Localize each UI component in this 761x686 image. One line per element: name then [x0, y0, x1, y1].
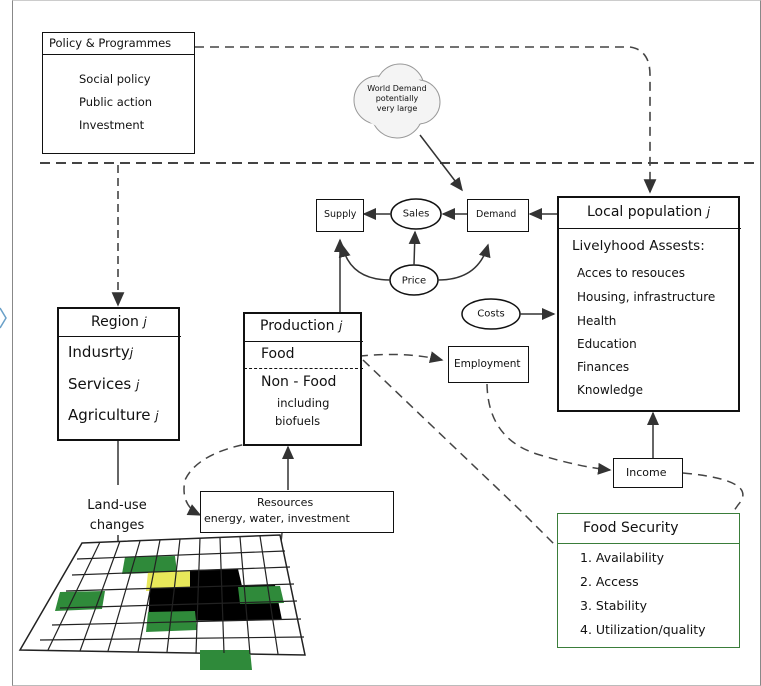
livelihood-heading: Livelyhood Assests:	[572, 238, 705, 254]
arrow-biofuels-to-resources	[183, 439, 273, 516]
livelihood-item: Knowledge	[577, 383, 643, 397]
left-chevron-icon	[0, 307, 7, 329]
arrow-price-supply	[338, 243, 391, 281]
demand-box: Demand	[467, 199, 529, 232]
livelihood-item: Education	[577, 337, 637, 351]
region-item: Indusrtyj	[68, 343, 134, 361]
local-population-box: Local population j Livelyhood Assests: A…	[557, 196, 741, 412]
food-security-title: Food Security	[583, 520, 679, 536]
price-label: Price	[401, 275, 427, 287]
arrow-price-to-sales	[408, 230, 421, 266]
livelihood-item: Housing, infrastructure	[577, 290, 716, 304]
livelihood-item: Finances	[577, 360, 630, 374]
world-demand-cloud	[353, 63, 441, 139]
sales-label: Sales	[402, 208, 430, 220]
food-security-item: 3. Stability	[580, 598, 648, 613]
arrow-world-to-demand	[419, 134, 463, 192]
arrow-employment-to-income	[486, 383, 612, 475]
food-security-item: 1. Availability	[580, 550, 665, 565]
food-security-item: 4. Utilization/quality	[580, 622, 706, 637]
food-security-item: 2. Access	[580, 574, 639, 589]
region-title: Region j	[91, 314, 147, 330]
production-nonfood-sub: including	[277, 396, 330, 410]
region-item: Services j	[68, 375, 140, 393]
resources-box: Resources energy, water, investment	[200, 491, 394, 533]
policy-box: Policy & Programmes Social policy Public…	[42, 32, 195, 154]
production-title: Production j	[260, 318, 343, 334]
region-box: Region j Indusrtyj Services j Agricultur…	[57, 307, 181, 441]
policy-item: Social policy	[79, 72, 151, 86]
income-box: Income	[613, 458, 683, 488]
arrow-food-to-foodsecurity	[362, 359, 572, 562]
costs-label: Costs	[477, 308, 505, 320]
arrow-price-demand	[437, 243, 491, 281]
livelihood-item: Health	[577, 314, 617, 328]
policy-title: Policy & Programmes	[49, 36, 172, 50]
supply-box: Supply	[316, 199, 364, 232]
region-item: Agriculture j	[68, 406, 159, 424]
production-nonfood-sub: biofuels	[275, 414, 321, 428]
production-food: Food	[261, 346, 295, 362]
production-box: Production j Food Non - Food including b…	[243, 312, 363, 446]
local-population-title: Local population j	[587, 204, 711, 220]
arrow-food-to-employment	[343, 351, 444, 364]
production-nonfood: Non - Food	[261, 374, 337, 390]
land-use-label: Land-use changes	[87, 498, 147, 533]
food-security-box: Food Security 1. Availability 2. Access …	[557, 513, 740, 648]
land-use-grid	[18, 534, 306, 670]
world-demand-label: World Demand potentially very large	[367, 84, 427, 113]
policy-item: Public action	[79, 95, 153, 109]
employment-box: Employment	[448, 346, 529, 383]
arrow-policy-to-local	[195, 46, 657, 194]
policy-item: Investment	[79, 118, 145, 132]
livelihood-item: Acces to resouces	[577, 266, 685, 280]
